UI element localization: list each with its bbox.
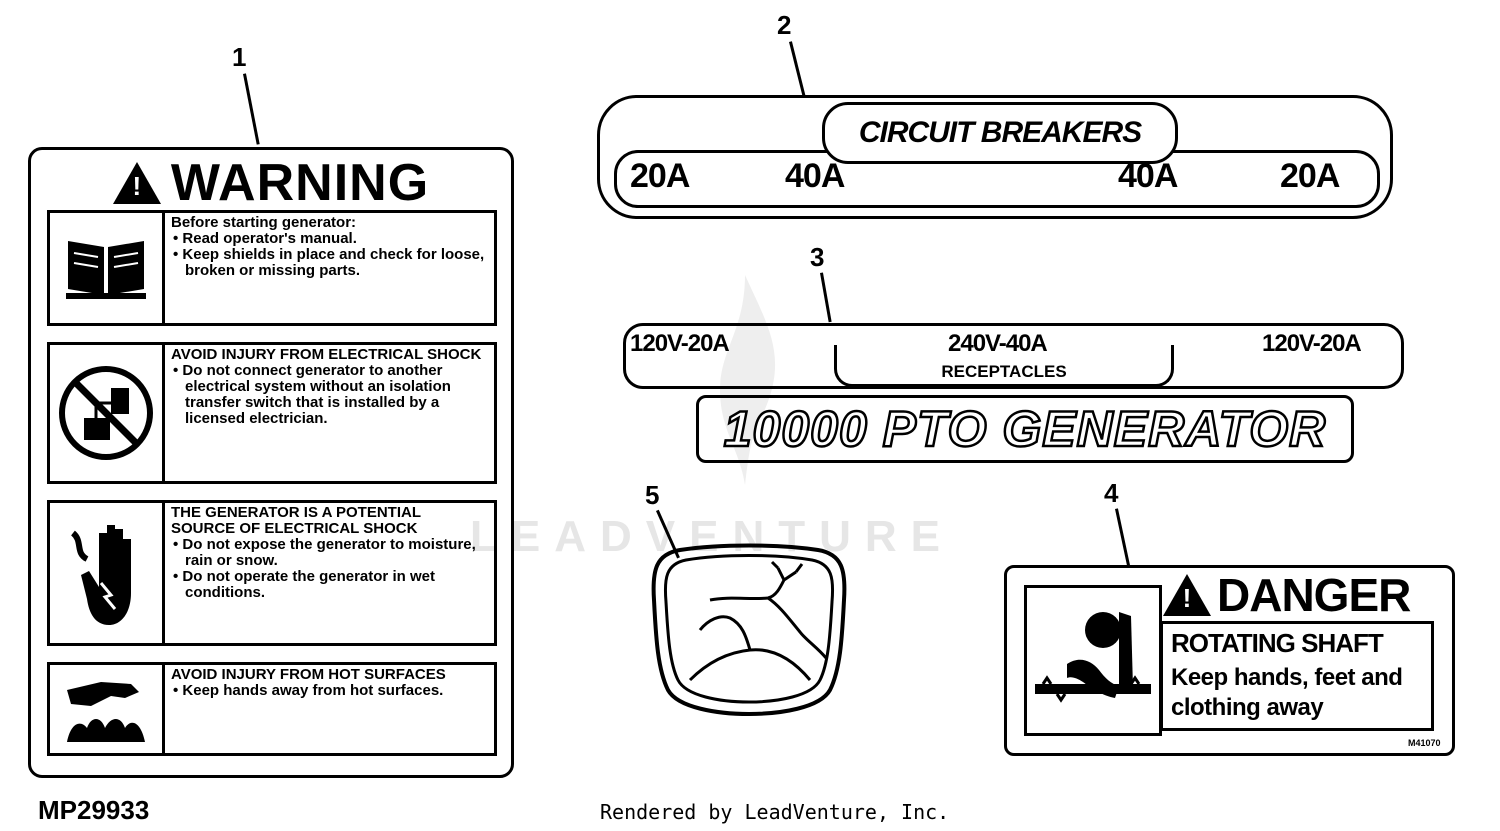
hot-surface-icon [50,665,165,753]
warning-panel-shock: THE GENERATOR IS A POTENTIAL SOURCE OF E… [47,500,497,646]
panel-text-line: • Do not operate the generator in wet co… [173,568,435,601]
callout-4-leader [1115,508,1130,566]
part-number: MP29933 [38,795,150,825]
warning-panel-manual: Before starting generator: • Read operat… [47,210,497,326]
panel-text-line: Before starting generator: [171,214,357,231]
callout-3-leader [820,272,832,323]
watermark-flame-icon [720,275,776,485]
generator-model-text: 10000 PTO GENERATOR [722,400,1327,459]
danger-signal-word: DANGER [1217,569,1411,621]
panel-text-line: • Keep hands away from hot surfaces. [173,682,444,699]
render-credit: Rendered by LeadVenture, Inc. [600,800,950,824]
watermark-text: LEADVENTURE [470,512,955,561]
breaker-rating-right-outer: 20A [1280,157,1340,195]
callout-2-leader [789,41,806,97]
warning-header: ! WARNING [31,154,511,212]
circuit-breakers-title: CIRCUIT BREAKERS [822,102,1178,164]
shock-hand-icon [50,503,165,643]
breaker-rating-left-inner: 40A [785,157,845,195]
danger-header: ! DANGER [1163,569,1433,621]
panel-text-line: THE GENERATOR IS A POTENTIAL SOURCE OF E… [171,504,421,537]
generator-model-decal: 10000 PTO GENERATOR [696,395,1354,463]
callout-2: 2 [777,10,792,40]
danger-decal [1004,565,1455,756]
callout-1-leader [243,73,260,145]
breaker-rating-right-inner: 40A [1118,157,1178,195]
receptacle-rating-center: 240V-40A [948,330,1048,357]
breaker-rating-left-outer: 20A [630,157,690,195]
receptacle-rating-band [623,323,1404,389]
receptacle-rating-right: 120V-20A [1262,330,1362,357]
danger-instruction: Keep hands, feet and clothing away [1171,664,1403,721]
callout-3: 3 [810,242,825,272]
leaping-deer-logo-icon [651,543,847,717]
rotating-shaft-entanglement-icon [1024,585,1162,736]
operator-manual-icon [50,213,165,323]
panel-text-line: • Do not expose the generator to moistur… [173,536,476,569]
panel-text-line: • Do not connect generator to another el… [173,362,451,427]
panel-text-line: • Read operator's manual. [173,230,357,247]
danger-hazard: ROTATING SHAFT [1171,628,1384,658]
danger-decal-code: M41070 [1408,738,1441,748]
alert-triangle-icon: ! [1163,574,1211,616]
panel-text-line: AVOID INJURY FROM ELECTRICAL SHOCK [171,346,482,363]
panel-text-line: • Keep shields in place and check for lo… [173,246,485,279]
callout-5: 5 [645,480,660,510]
alert-triangle-icon: ! [112,162,161,204]
no-connection-icon [50,345,165,481]
receptacles-label: RECEPTACLES [834,345,1174,387]
circuit-breakers-decal [597,95,1393,219]
receptacle-rating-left: 120V-20A [630,330,730,357]
warning-panel-hot-surface: AVOID INJURY FROM HOT SURFACES • Keep ha… [47,662,497,756]
warning-signal-word: WARNING [170,154,430,212]
warning-panel-connection: AVOID INJURY FROM ELECTRICAL SHOCK • Do … [47,342,497,484]
callout-1: 1 [232,42,247,72]
panel-text-line: AVOID INJURY FROM HOT SURFACES [171,666,446,683]
warning-decal: ! WARNING Before starting generator: • R… [28,147,514,778]
callout-4: 4 [1104,478,1119,508]
danger-message-box: ROTATING SHAFT Keep hands, feet and clot… [1160,621,1434,731]
